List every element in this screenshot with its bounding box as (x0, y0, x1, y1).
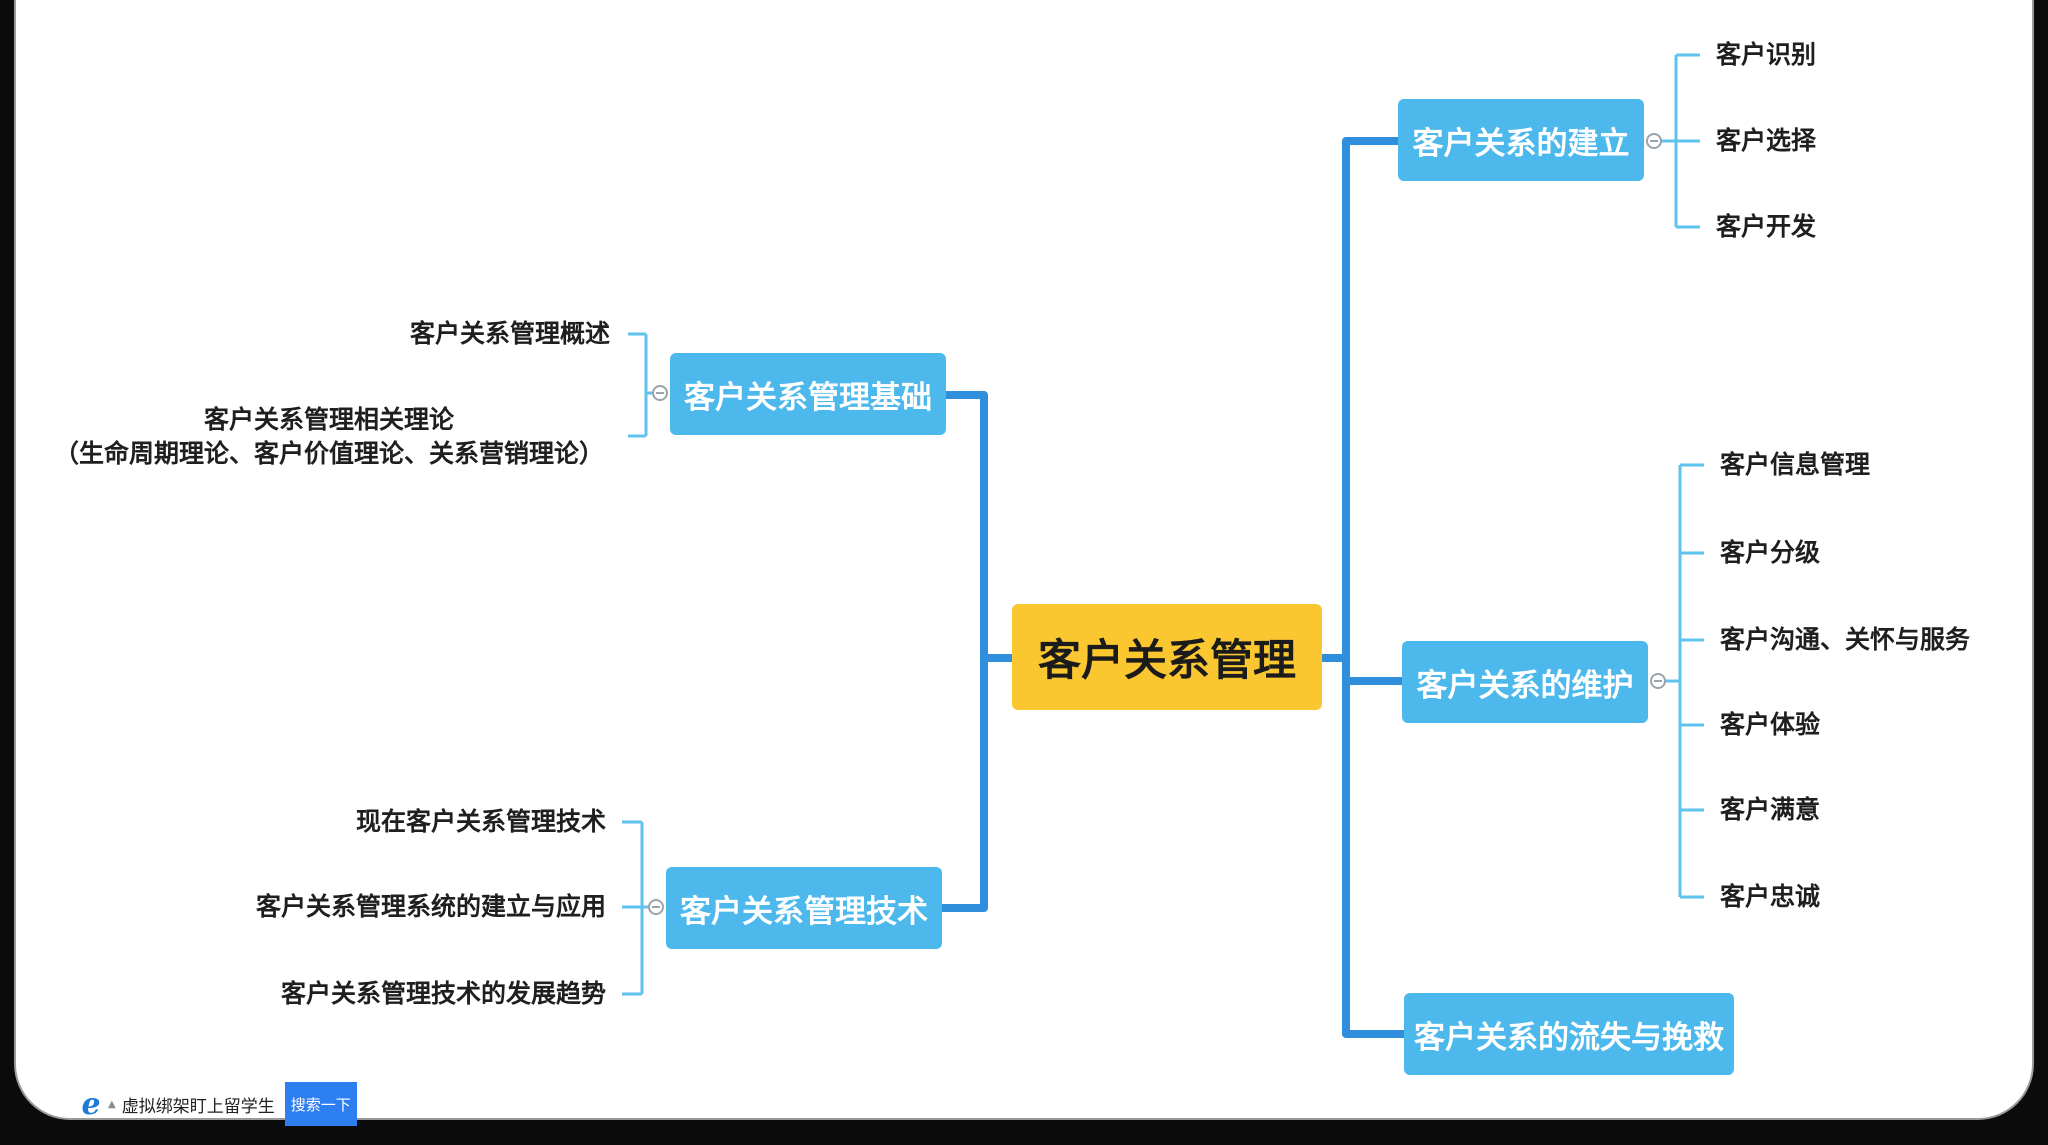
topic-jichu-label: 客户关系管理基础 (684, 379, 932, 416)
leaf-jianli-3[interactable]: 客户开发 (1716, 212, 1817, 241)
collapse-jianli-icon[interactable] (1646, 133, 1662, 149)
leaf-jichu-2-title: 客户关系管理相关理论 (203, 405, 454, 434)
topic-weihu[interactable]: 客户关系的维护 (1402, 641, 1648, 723)
leaf-weihu-6[interactable]: 客户忠诚 (1720, 882, 1821, 911)
center-topic-label: 客户关系管理 (1038, 636, 1296, 686)
topic-jianli[interactable]: 客户关系的建立 (1398, 99, 1644, 181)
leaf-jichu-2-note: （生命周期理论、客户价值理论、关系营销理论） (53, 439, 604, 468)
leaf-weihu-4[interactable]: 客户体验 (1720, 710, 1821, 739)
topic-jianli-label: 客户关系的建立 (1412, 125, 1630, 162)
topic-liushi[interactable]: 客户关系的流失与挽救 (1404, 993, 1734, 1075)
leaf-jianli-1[interactable]: 客户识别 (1716, 40, 1817, 69)
leaf-jishu-1[interactable]: 现在客户关系管理技术 (355, 807, 606, 836)
topic-liushi-label: 客户关系的流失与挽救 (1414, 1019, 1724, 1056)
leaf-jishu-3[interactable]: 客户关系管理技术的发展趋势 (280, 979, 606, 1008)
leaf-weihu-5[interactable]: 客户满意 (1720, 795, 1821, 824)
caret-up-icon[interactable]: ▲ (108, 1098, 116, 1110)
mindmap-canvas: 客户关系管理 客户关系的建立 客户关系管理基础 客户关系的维护 客户关系管理技术… (14, 0, 2034, 1120)
search-widget: e ▲ 虚拟绑架盯上留学生 搜索一下 (76, 1082, 357, 1126)
leaf-weihu-3[interactable]: 客户沟通、关怀与服务 (1720, 625, 1971, 654)
topic-jichu[interactable]: 客户关系管理基础 (670, 353, 946, 435)
connector-lines (622, 53, 1704, 1038)
search-button[interactable]: 搜索一下 (284, 1082, 357, 1126)
leaf-jianli-2[interactable]: 客户选择 (1716, 126, 1817, 155)
leaf-weihu-2[interactable]: 客户分级 (1720, 538, 1821, 567)
center-topic[interactable]: 客户关系管理 (1012, 604, 1322, 710)
ie-browser-icon[interactable]: e (81, 1086, 101, 1122)
search-suggestion-text[interactable]: 虚拟绑架盯上留学生 (121, 1096, 275, 1117)
topic-jishu-label: 客户关系管理技术 (680, 893, 928, 930)
leaf-jishu-2[interactable]: 客户关系管理系统的建立与应用 (255, 892, 606, 921)
topic-jishu[interactable]: 客户关系管理技术 (666, 867, 942, 949)
collapse-jishu-icon[interactable] (648, 899, 664, 915)
collapse-weihu-icon[interactable] (1650, 673, 1666, 689)
leaf-jichu-2[interactable]: 客户关系管理相关理论 （生命周期理论、客户价值理论、关系营销理论） (54, 403, 604, 471)
topic-weihu-label: 客户关系的维护 (1416, 667, 1634, 704)
collapse-jichu-icon[interactable] (652, 385, 668, 401)
leaf-weihu-1[interactable]: 客户信息管理 (1720, 450, 1871, 479)
leaf-jichu-1[interactable]: 客户关系管理概述 (409, 319, 610, 348)
